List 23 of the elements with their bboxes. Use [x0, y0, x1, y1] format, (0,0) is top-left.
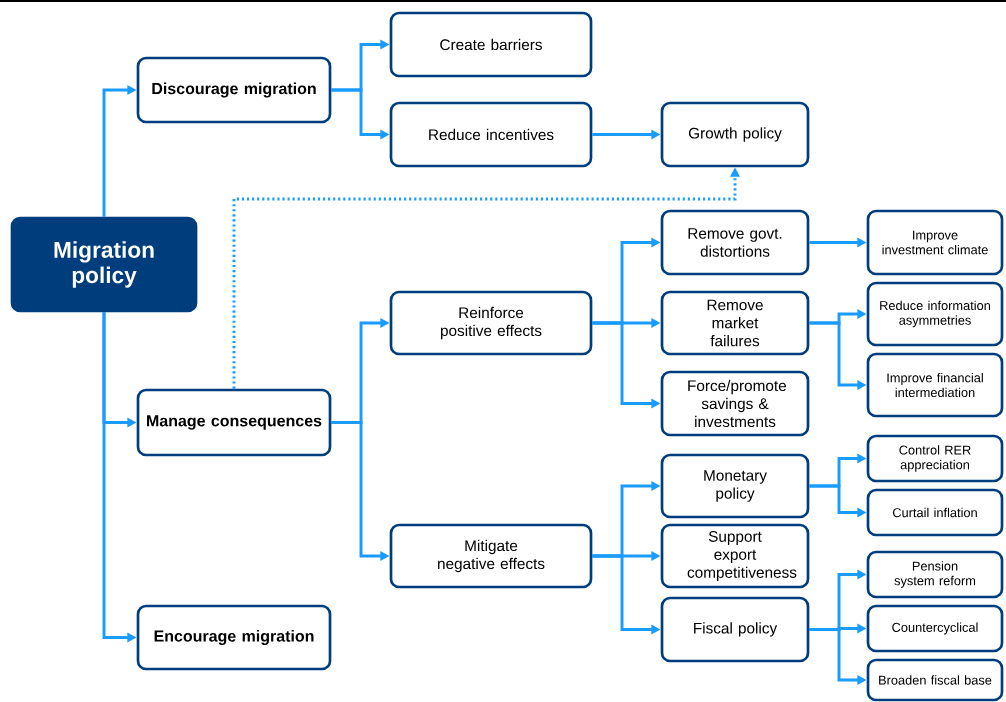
outcome-box: Countercyclical	[866, 604, 1004, 653]
branch-box: Manage consequences	[136, 388, 332, 457]
root-box: Migration policy	[10, 216, 198, 313]
process-box: Remove market failures	[660, 290, 810, 356]
process-box: Create barriers	[389, 11, 593, 78]
branch-box: Encourage migration	[136, 604, 332, 671]
process-box: Fiscal policy	[660, 596, 810, 663]
process-box: Reinforce positive effects	[389, 290, 593, 356]
outcome-box: Control RER appreciation	[866, 434, 1004, 483]
process-box: Support export competitiveness	[660, 523, 810, 589]
branch-box: Discourage migration	[136, 56, 332, 124]
process-box: Force/promote savings & investments	[660, 370, 810, 437]
process-box: Monetary policy	[660, 453, 810, 519]
process-box: Growth policy	[660, 101, 810, 168]
process-box: Reduce incentives	[389, 101, 593, 168]
outcome-box: Reduce information asymmetries	[866, 281, 1004, 347]
process-box: Remove govt. distortions	[660, 209, 810, 276]
outcome-box: Improve financial intermediation	[866, 352, 1004, 418]
outcome-box: Broaden fiscal base	[866, 658, 1004, 702]
process-box: Mitigate negative effects	[389, 523, 593, 589]
outcome-box: Improve investment climate	[866, 209, 1004, 276]
outcome-box: Pension system reform	[866, 550, 1004, 599]
outcome-box: Curtail inflation	[866, 488, 1004, 537]
